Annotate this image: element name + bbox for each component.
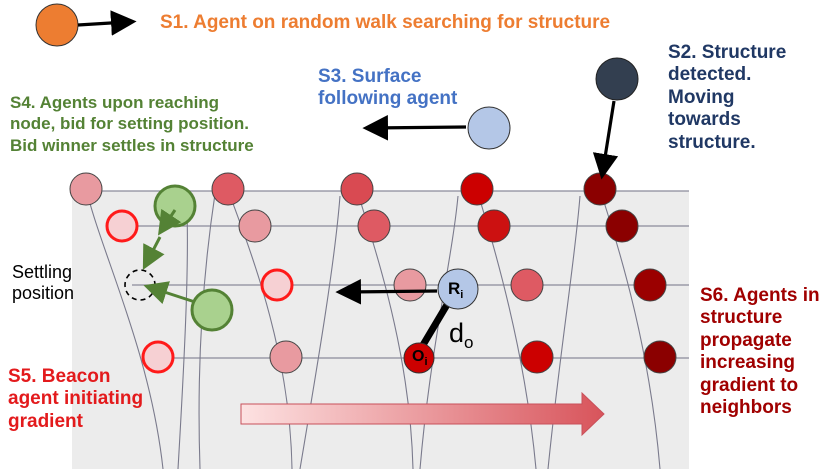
bidding-agents: [142, 184, 234, 332]
structure-agent: [583, 172, 617, 206]
r-arrow: [335, 279, 438, 305]
agent-o: [403, 342, 435, 374]
label-s3: S3. Surface following agent: [318, 66, 458, 110]
structure-agent: [460, 172, 494, 206]
approach-arrow: [592, 100, 619, 180]
structure-agent: [357, 209, 391, 243]
structure-agent: [340, 172, 374, 206]
symbol-d-o: do: [449, 318, 474, 352]
gradient-arrow: [240, 391, 605, 437]
structure-agents: [69, 172, 677, 374]
beacon-agents: [105, 209, 294, 374]
random-walk-agent: [35, 3, 79, 47]
label-settling-position: Settling position: [12, 262, 75, 304]
structure-agent: [238, 209, 272, 243]
structure-agent: [269, 340, 303, 374]
surface-following-agent: [467, 106, 511, 150]
random-walk-arrow: [77, 10, 137, 36]
label-s2: S2. Structure detected. Moving towards s…: [668, 42, 787, 153]
label-s4: S4. Agents upon reaching node, bid for s…: [10, 93, 254, 155]
agent-r: [437, 268, 479, 310]
beacon-agent: [141, 340, 175, 374]
symbol-d: d: [449, 318, 465, 348]
surface-following-arrow: [362, 115, 467, 141]
label-s1: S1. Agent on random walk searching for s…: [160, 12, 611, 33]
symbol-r-subscript: i: [460, 289, 464, 301]
bidding-agent: [190, 288, 234, 332]
bid-arrow: [143, 281, 196, 305]
structure-agent: [605, 209, 639, 243]
symbol-o-i: Oi: [412, 348, 428, 368]
structure-agent: [520, 340, 554, 374]
distance-link: [416, 296, 455, 352]
structure-detected-agent: [595, 57, 639, 101]
symbol-o: O: [412, 348, 425, 365]
structure-agent: [477, 209, 511, 243]
structure-agent: [643, 340, 677, 374]
symbol-d-subscript: o: [464, 333, 474, 352]
structure-agent: [69, 172, 103, 206]
structure-agent: [211, 172, 245, 206]
structure-agent: [393, 268, 427, 302]
bid-arrow: [158, 208, 182, 236]
structure-agent: [633, 268, 667, 302]
beacon-agent: [105, 209, 139, 243]
symbol-r: R: [448, 279, 461, 298]
symbol-r-i: Ri: [448, 279, 464, 301]
beacon-agent: [260, 268, 294, 302]
symbol-o-subscript: i: [424, 356, 428, 368]
structure-agent: [510, 268, 544, 302]
label-s5: S5. Beacon agent initiating gradient: [8, 366, 144, 432]
bid-arrow: [142, 236, 165, 270]
label-s6: S6. Agents in structure propagate increa…: [700, 285, 820, 419]
bidding-agent: [153, 184, 197, 228]
